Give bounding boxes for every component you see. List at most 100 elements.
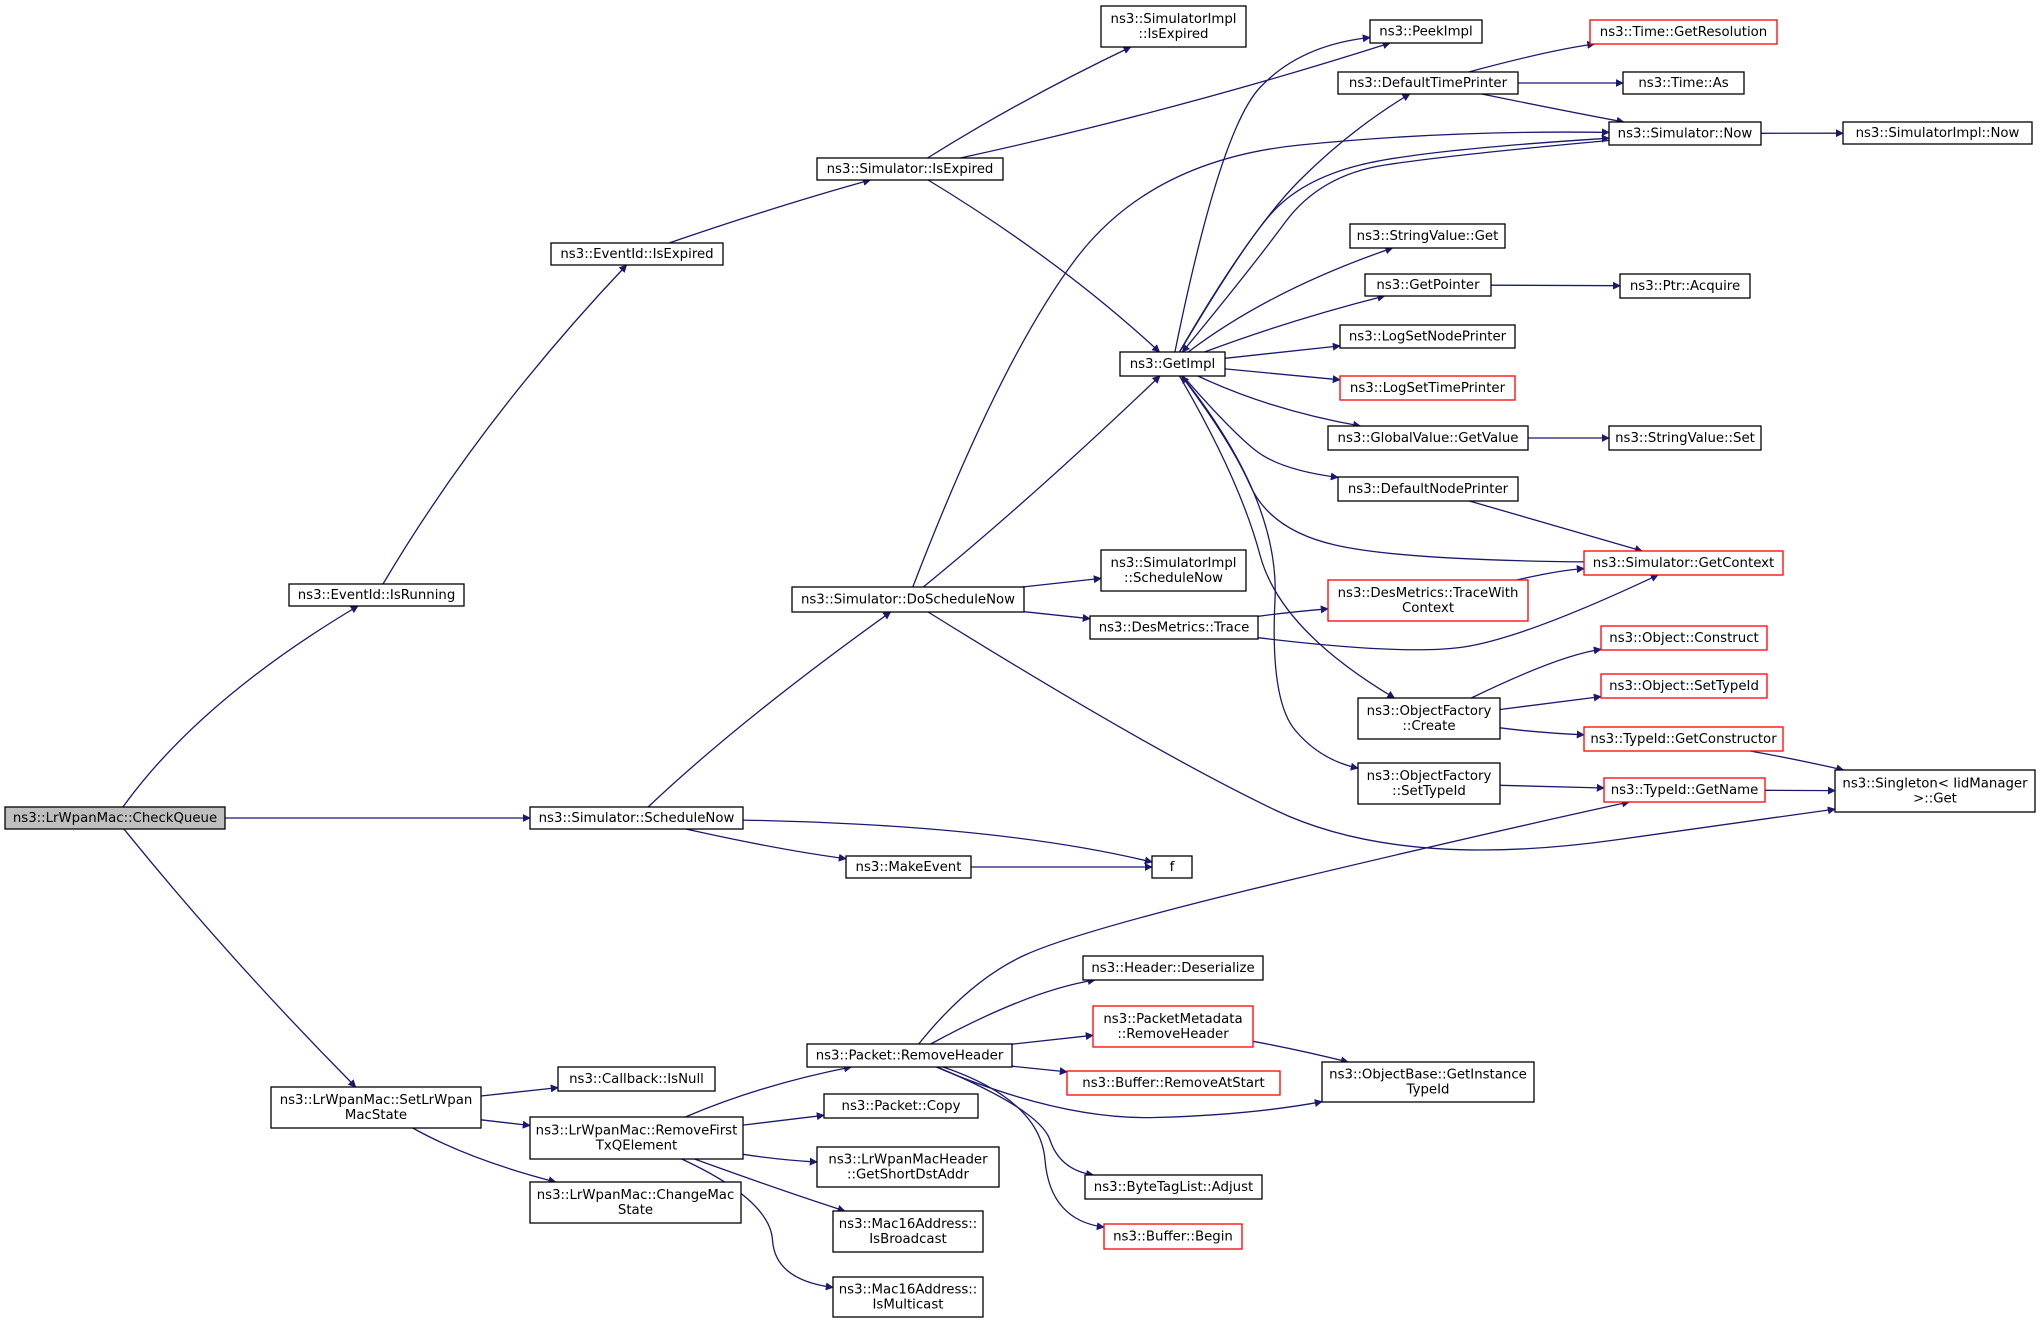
node-box[interactable] bbox=[1327, 579, 1529, 622]
node-callback_isnull[interactable]: ns3::Callback::IsNull bbox=[557, 1066, 716, 1092]
node-box[interactable] bbox=[1321, 1061, 1535, 1103]
node-box[interactable] bbox=[529, 1181, 742, 1224]
node-buffer_begin[interactable]: ns3::Buffer::Begin bbox=[1103, 1223, 1243, 1250]
node-logsetnodeprinter[interactable]: ns3::LogSetNodePrinter bbox=[1339, 324, 1516, 349]
node-makeevent[interactable]: ns3::MakeEvent bbox=[845, 855, 972, 879]
node-getpointer[interactable]: ns3::GetPointer bbox=[1364, 273, 1492, 297]
node-mac16_ismulticast[interactable]: ns3::Mac16Address::IsMulticast bbox=[832, 1276, 984, 1318]
node-simimpl_now[interactable]: ns3::SimulatorImpl::Now bbox=[1842, 121, 2033, 145]
node-box[interactable] bbox=[1600, 625, 1768, 651]
node-desmetrics_trace[interactable]: ns3::DesMetrics::Trace bbox=[1089, 615, 1259, 640]
node-time_getres[interactable]: ns3::Time::GetResolution bbox=[1589, 19, 1778, 45]
node-box[interactable] bbox=[1842, 121, 2033, 145]
node-header_deserialize[interactable]: ns3::Header::Deserialize bbox=[1082, 955, 1264, 981]
node-box[interactable] bbox=[823, 1093, 979, 1119]
node-box[interactable] bbox=[1608, 425, 1762, 451]
node-sim_getcontext[interactable]: ns3::Simulator::GetContext bbox=[1583, 550, 1784, 576]
node-box[interactable] bbox=[1349, 223, 1506, 249]
node-simimpl_schedulenow[interactable]: ns3::SimulatorImpl::ScheduleNow bbox=[1100, 549, 1247, 592]
node-box[interactable] bbox=[1337, 71, 1519, 95]
node-box[interactable] bbox=[1100, 549, 1247, 592]
node-globalvalue_getvalue[interactable]: ns3::GlobalValue::GetValue bbox=[1327, 425, 1529, 451]
node-f[interactable]: f bbox=[1151, 855, 1193, 879]
node-packetmetadata_removeheader[interactable]: ns3::PacketMetadata::RemoveHeader bbox=[1092, 1005, 1254, 1048]
node-buffer_removeatstart[interactable]: ns3::Buffer::RemoveAtStart bbox=[1066, 1070, 1281, 1096]
node-packet_removeheader[interactable]: ns3::Packet::RemoveHeader bbox=[806, 1043, 1013, 1068]
node-box[interactable] bbox=[1583, 726, 1784, 752]
node-sim_doschedulenow[interactable]: ns3::Simulator::DoScheduleNow bbox=[791, 586, 1025, 613]
node-box[interactable] bbox=[1583, 550, 1784, 576]
node-checkqueue[interactable]: ns3::LrWpanMac::CheckQueue bbox=[4, 806, 226, 830]
node-box[interactable] bbox=[1100, 5, 1247, 48]
node-box[interactable] bbox=[1622, 71, 1745, 95]
node-objectfactory_create[interactable]: ns3::ObjectFactory::Create bbox=[1357, 697, 1501, 740]
node-box[interactable] bbox=[1089, 615, 1259, 640]
node-typeid_getname[interactable]: ns3::TypeId::GetName bbox=[1603, 777, 1766, 803]
node-box[interactable] bbox=[1339, 375, 1516, 401]
node-box[interactable] bbox=[270, 1086, 482, 1129]
node-peekimpl[interactable]: ns3::PeekImpl bbox=[1369, 19, 1483, 44]
node-logsettimeprinter[interactable]: ns3::LogSetTimePrinter bbox=[1339, 375, 1516, 401]
node-box[interactable] bbox=[550, 242, 724, 266]
node-lrwpanmacheader_getshortdstaddr[interactable]: ns3::LrWpanMacHeader::GetShortDstAddr bbox=[816, 1146, 1000, 1188]
node-box[interactable] bbox=[1364, 273, 1492, 297]
node-eid_isexpired[interactable]: ns3::EventId::IsExpired bbox=[550, 242, 724, 266]
node-eid_isrunning[interactable]: ns3::EventId::IsRunning bbox=[288, 583, 465, 607]
node-box[interactable] bbox=[1151, 855, 1193, 879]
node-stringvalue_set[interactable]: ns3::StringValue::Set bbox=[1608, 425, 1762, 451]
node-ptr_acquire[interactable]: ns3::Ptr::Acquire bbox=[1619, 273, 1751, 299]
node-getimpl[interactable]: ns3::GetImpl bbox=[1119, 351, 1226, 377]
node-box[interactable] bbox=[1603, 777, 1766, 803]
node-box[interactable] bbox=[1082, 955, 1264, 981]
node-box[interactable] bbox=[1339, 324, 1516, 349]
node-box[interactable] bbox=[806, 1043, 1013, 1068]
node-sim_schedulenow[interactable]: ns3::Simulator::ScheduleNow bbox=[529, 806, 744, 830]
node-box[interactable] bbox=[845, 855, 972, 879]
node-box[interactable] bbox=[816, 157, 1004, 181]
node-box[interactable] bbox=[816, 1146, 1000, 1188]
node-box[interactable] bbox=[1092, 1005, 1254, 1048]
node-box[interactable] bbox=[1834, 769, 2036, 813]
node-box[interactable] bbox=[1589, 19, 1778, 45]
node-defaulttimeprinter[interactable]: ns3::DefaultTimePrinter bbox=[1337, 71, 1519, 95]
node-singleton_get[interactable]: ns3::Singleton< IidManager >::Get bbox=[1834, 769, 2036, 813]
node-box[interactable] bbox=[1369, 19, 1483, 44]
node-box[interactable] bbox=[1600, 673, 1768, 699]
node-box[interactable] bbox=[1119, 351, 1226, 377]
node-box[interactable] bbox=[1357, 697, 1501, 740]
node-box[interactable] bbox=[832, 1210, 984, 1253]
node-bytetaglist_adjust[interactable]: ns3::ByteTagList::Adjust bbox=[1084, 1174, 1263, 1200]
node-box[interactable] bbox=[1619, 273, 1751, 299]
node-box[interactable] bbox=[1084, 1174, 1263, 1200]
node-box[interactable] bbox=[1337, 476, 1519, 502]
node-box[interactable] bbox=[4, 806, 226, 830]
node-object_settypeid[interactable]: ns3::Object::SetTypeId bbox=[1600, 673, 1768, 699]
node-box[interactable] bbox=[1103, 1223, 1243, 1250]
node-packet_copy[interactable]: ns3::Packet::Copy bbox=[823, 1093, 979, 1119]
node-box[interactable] bbox=[1327, 425, 1529, 451]
node-box[interactable] bbox=[529, 806, 744, 830]
node-box[interactable] bbox=[529, 1116, 744, 1160]
node-sim_isexpired[interactable]: ns3::Simulator::IsExpired bbox=[816, 157, 1004, 181]
node-defaultnodeprinter[interactable]: ns3::DefaultNodePrinter bbox=[1337, 476, 1519, 502]
node-box[interactable] bbox=[1066, 1070, 1281, 1096]
node-typeid_getconstructor[interactable]: ns3::TypeId::GetConstructor bbox=[1583, 726, 1784, 752]
node-objectfactory_settypeid[interactable]: ns3::ObjectFactory::SetTypeId bbox=[1357, 762, 1501, 805]
node-box[interactable] bbox=[832, 1276, 984, 1318]
node-mac16_isbroadcast[interactable]: ns3::Mac16Address::IsBroadcast bbox=[832, 1210, 984, 1253]
node-box[interactable] bbox=[1608, 121, 1762, 146]
node-box[interactable] bbox=[791, 586, 1025, 613]
node-box[interactable] bbox=[1357, 762, 1501, 805]
node-time_as[interactable]: ns3::Time::As bbox=[1622, 71, 1745, 95]
node-object_construct[interactable]: ns3::Object::Construct bbox=[1600, 625, 1768, 651]
node-simimpl_isexpired[interactable]: ns3::SimulatorImpl::IsExpired bbox=[1100, 5, 1247, 48]
node-stringvalue_get[interactable]: ns3::StringValue::Get bbox=[1349, 223, 1506, 249]
node-box[interactable] bbox=[557, 1066, 716, 1092]
node-box[interactable] bbox=[288, 583, 465, 607]
node-sim_now[interactable]: ns3::Simulator::Now bbox=[1608, 121, 1762, 146]
